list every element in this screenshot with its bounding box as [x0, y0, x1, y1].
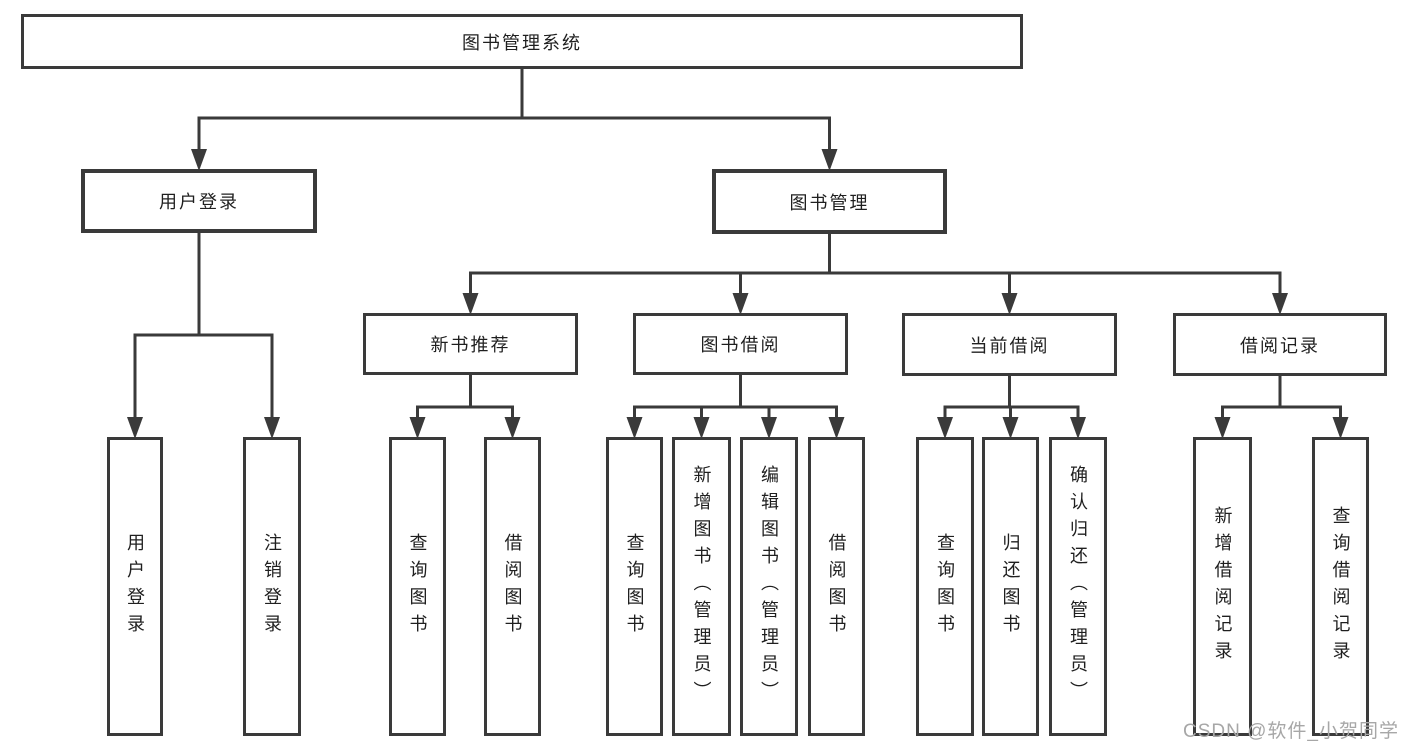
node-label-bb-edit: 编辑图书（管理员）: [759, 465, 779, 708]
node-label-root: 图书管理系统: [462, 32, 582, 53]
node-br-query: 查询借阅记录: [1312, 437, 1369, 736]
watermark: CSDN @软件_小贺同学: [1183, 721, 1399, 742]
node-nbr-query: 查询图书: [389, 437, 446, 736]
node-label-nbr-query: 查询图书: [407, 532, 428, 641]
node-label-br-query: 查询借阅记录: [1330, 505, 1351, 668]
node-label-new-book-rec: 新书推荐: [430, 335, 511, 355]
node-bb-edit: 编辑图书（管理员）: [740, 437, 798, 736]
edge-root-user-login-arrowhead: [191, 149, 207, 171]
node-root: 图书管理系统: [21, 14, 1023, 69]
node-label-current-borrow: 当前借阅: [969, 335, 1050, 356]
node-label-book-mgmt: 图书管理: [789, 192, 870, 213]
node-label-user-login: 用户登录: [159, 192, 239, 212]
node-bb-borrow: 借阅图书: [808, 437, 865, 736]
edge-book-borrow-bb-query-arrowhead: [626, 417, 643, 439]
node-label-bb-add: 新增图书（管理员）: [691, 465, 712, 708]
node-label-bb-borrow: 借阅图书: [826, 532, 847, 641]
node-label-borrow-record: 借阅记录: [1240, 335, 1320, 356]
node-label-book-borrow: 图书借阅: [700, 335, 781, 355]
edge-new-book-rec-nbr-query-arrowhead: [409, 417, 426, 439]
node-user-login: 用户登录: [81, 169, 317, 233]
node-nbr-borrow: 借阅图书: [484, 437, 541, 736]
node-borrow-record: 借阅记录: [1173, 313, 1387, 376]
edge-book-borrow-bb-add-arrowhead: [693, 417, 710, 439]
edge-book-mgmt-borrow-record-arrowhead: [1272, 293, 1288, 315]
node-label-login: 用户登录: [125, 532, 145, 641]
edge-current-borrow-cb-return-arrowhead: [1002, 417, 1019, 439]
node-br-add: 新增借阅记录: [1193, 437, 1252, 736]
node-label-cb-query: 查询图书: [935, 532, 955, 641]
node-bb-query: 查询图书: [606, 437, 663, 736]
edge-borrow-record-br-add-arrowhead: [1214, 417, 1231, 439]
edge-borrow-record-br-query-arrowhead: [1332, 417, 1349, 439]
node-book-borrow: 图书借阅: [633, 313, 848, 375]
node-login: 用户登录: [107, 437, 163, 736]
node-current-borrow: 当前借阅: [902, 313, 1117, 376]
node-label-cb-return: 归还图书: [1000, 532, 1021, 641]
node-cb-query: 查询图书: [916, 437, 974, 736]
node-label-cb-confirm: 确认归还（管理员）: [1068, 465, 1088, 708]
node-cb-confirm: 确认归还（管理员）: [1049, 437, 1107, 736]
node-new-book-rec: 新书推荐: [363, 313, 578, 375]
edge-root-book-mgmt-arrowhead: [821, 149, 838, 171]
node-bb-add: 新增图书（管理员）: [672, 437, 731, 736]
node-label-bb-query: 查询图书: [624, 532, 645, 641]
edge-book-mgmt-current-borrow-arrowhead: [1001, 293, 1018, 315]
edge-current-borrow-cb-query-arrowhead: [937, 417, 953, 439]
edge-book-mgmt-book-borrow-arrowhead: [732, 293, 749, 315]
edge-user-login-login-arrowhead: [127, 417, 143, 439]
node-cb-return: 归还图书: [982, 437, 1039, 736]
edge-current-borrow-cb-confirm-arrowhead: [1070, 417, 1086, 439]
node-logout: 注销登录: [243, 437, 301, 736]
edge-new-book-rec-nbr-borrow-arrowhead: [504, 417, 521, 439]
node-label-br-add: 新增借阅记录: [1212, 505, 1233, 668]
edge-user-login-logout-arrowhead: [264, 417, 280, 439]
node-book-mgmt: 图书管理: [712, 169, 947, 234]
edge-book-borrow-bb-edit-arrowhead: [761, 417, 777, 439]
edge-book-mgmt-new-book-rec-arrowhead: [462, 293, 479, 315]
edge-book-borrow-bb-borrow-arrowhead: [828, 417, 845, 439]
node-label-logout: 注销登录: [262, 532, 282, 641]
node-label-nbr-borrow: 借阅图书: [502, 532, 523, 641]
